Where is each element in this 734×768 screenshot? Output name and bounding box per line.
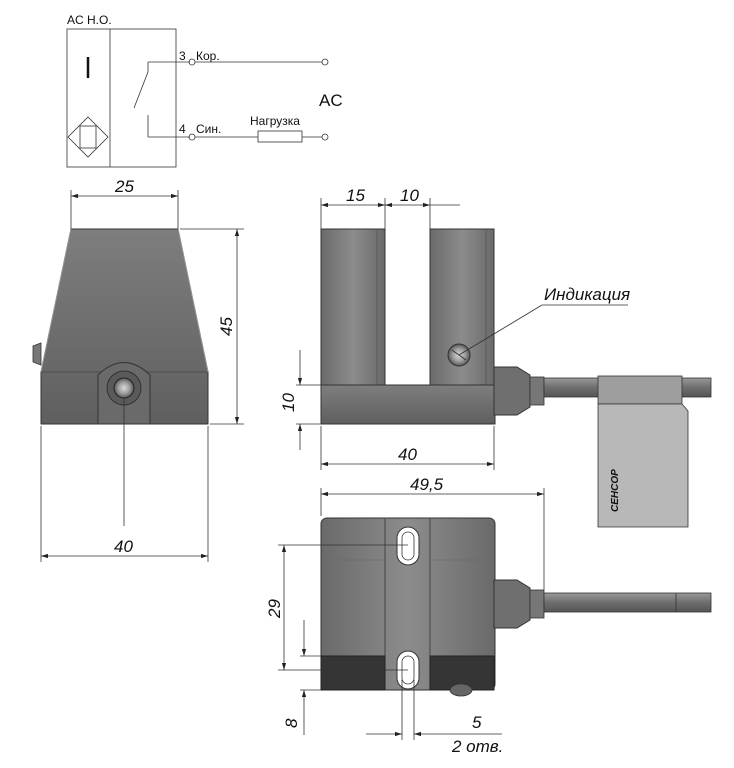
- dim-front-bottom-width: 40: [40, 426, 209, 562]
- dim-10-base-label: 10: [279, 393, 298, 412]
- side-base: [320, 384, 496, 425]
- dim-top-edge-offset: 8: [282, 620, 321, 735]
- supply-label: AC: [319, 91, 343, 110]
- dim-49-5-label: 49,5: [410, 475, 444, 494]
- inductive-sensor-symbol: [67, 116, 109, 158]
- dim-side-length: 40: [320, 426, 495, 470]
- no-contact-switch-symbol: [133, 61, 190, 138]
- dim-40-side-label: 40: [398, 445, 417, 464]
- indication-label: Индикация: [544, 285, 630, 304]
- cable-tag: СЕНСОР: [597, 375, 689, 528]
- top-cable: [543, 592, 712, 613]
- sensor-box: [66, 28, 177, 168]
- dim-front-height: 45: [180, 228, 244, 425]
- dim-40-front-label: 40: [114, 537, 133, 556]
- dim-15-label: 15: [346, 186, 365, 205]
- dim-29-label: 29: [265, 599, 284, 619]
- dim-side-base-height: 10: [279, 350, 321, 450]
- dim-side-prong-slot: 15 10: [320, 186, 460, 229]
- pin4-number: 4: [179, 122, 186, 136]
- dim-front-top-width: 25: [70, 177, 179, 229]
- holes-note: 2 отв.: [451, 737, 503, 756]
- top-view: 49,5 29 8 5 2 отв.: [265, 475, 712, 756]
- pin3-label: Кор.: [196, 49, 220, 63]
- schematic-title: AC H.O.: [67, 13, 112, 27]
- load-resistor: [257, 130, 303, 143]
- dim-top-hole-spacing: 29: [265, 544, 408, 671]
- front-hole: [113, 377, 135, 399]
- dim-8-label: 8: [282, 718, 301, 728]
- mounting-slot-top: [396, 526, 420, 566]
- indication-callout: Индикация: [458, 285, 630, 356]
- supply-terminal-bottom: [321, 133, 329, 141]
- dim-10-slot-label: 10: [400, 186, 419, 205]
- top-dark-face-left: [320, 655, 386, 691]
- side-left-prong: [320, 228, 386, 386]
- dim-25-label: 25: [114, 177, 134, 196]
- dim-45-label: 45: [217, 317, 236, 336]
- dim-top-overall-length: 49,5: [320, 475, 545, 590]
- load-label: Нагрузка: [250, 114, 300, 128]
- dim-top-hole-diameter: 5 2 отв.: [366, 680, 503, 756]
- front-view: 25 45 40: [32, 177, 244, 562]
- side-view: СЕНСОР Индикация 15 10 10: [279, 186, 712, 528]
- dim-5-label: 5: [472, 713, 482, 732]
- pin4-label: Син.: [196, 122, 221, 136]
- tag-text: СЕНСОР: [610, 469, 621, 512]
- supply-terminal-top: [321, 58, 329, 66]
- wiring-schematic: AC H.O. 3 Кор. 4 Син. Нагрузка: [66, 13, 343, 168]
- pin3-number: 3: [179, 49, 186, 63]
